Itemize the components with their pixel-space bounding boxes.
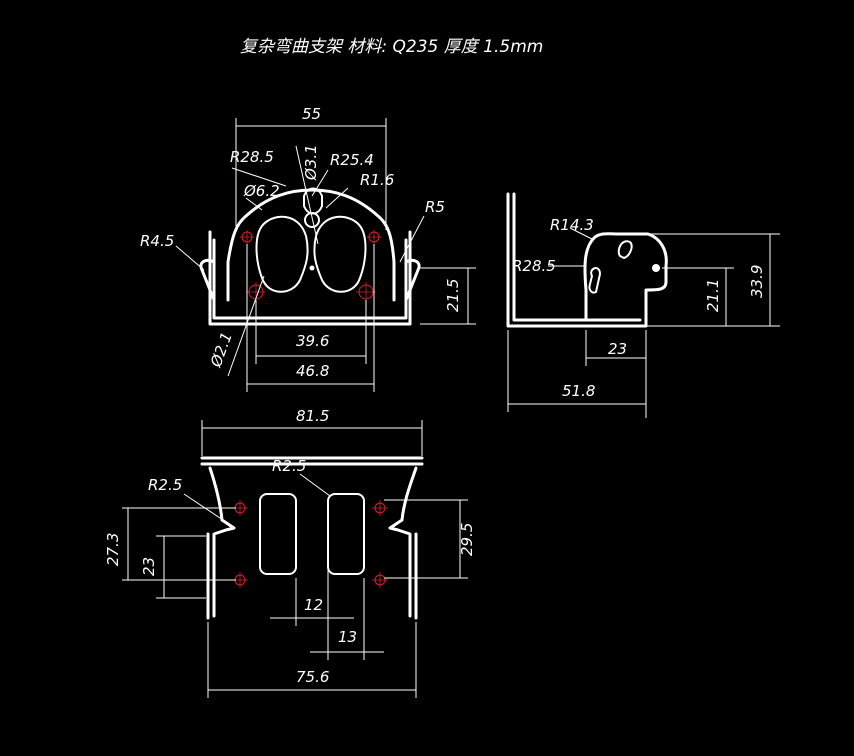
side-view-outline	[506, 192, 668, 328]
top-slot-left	[259, 493, 297, 575]
dim-top-hole-pitch: 29.5	[458, 523, 476, 556]
dim-front-r-inner: R25.4	[330, 151, 374, 169]
dim-front-height: 21.5	[444, 279, 462, 312]
front-center-hole	[304, 212, 320, 228]
dim-front-hole-span-outer: 46.8	[296, 362, 329, 380]
dim-top-r-left: R2.5	[148, 476, 182, 494]
top-dimension-lines	[122, 420, 468, 698]
dim-front-r-outer: R28.5	[230, 148, 274, 166]
top-slot-right	[327, 493, 365, 575]
side-hole	[652, 264, 660, 272]
dim-front-width: 55	[302, 105, 321, 123]
dim-front-slot-dia: Ø3.1	[302, 144, 320, 181]
dim-side-depth: 51.8	[562, 382, 595, 400]
drawing-title: 复杂弯曲支架 材料: Q235 厚度 1.5mm	[240, 37, 543, 57]
dim-side-r-left: R28.5	[512, 257, 556, 275]
side-view: R14.3 R28.5 23 51.8 21.1 33.9	[506, 192, 780, 418]
front-top-slot	[303, 187, 323, 215]
dim-top-bottom-width: 75.6	[296, 668, 329, 686]
side-oval-slot-2	[588, 267, 602, 294]
dim-top-r-slot: R2.5	[272, 457, 306, 475]
front-dimension-lines	[175, 118, 476, 392]
front-right-opening	[313, 215, 367, 293]
dim-top-hole-gap: 13	[338, 628, 357, 646]
front-left-opening	[255, 215, 309, 293]
dim-front-r-notch: R4.5	[140, 232, 174, 250]
dim-side-r-top: R14.3	[550, 216, 594, 234]
front-center-marks	[240, 230, 381, 302]
front-center-point	[309, 265, 315, 271]
top-view: 81.5 R2.5 R2.5 12 13 75.6 27.3 23 29.5	[104, 407, 476, 698]
dim-front-hole-span-inner: 39.6	[296, 332, 329, 350]
top-center-marks	[232, 500, 388, 588]
dim-front-r-small: R1.6	[360, 171, 394, 189]
dim-front-small-hole: Ø2.1	[207, 330, 236, 371]
dim-top-height-inner: 23	[140, 557, 158, 576]
side-dimension-lines	[507, 227, 780, 418]
top-view-outline	[200, 456, 424, 620]
dim-top-width: 81.5	[296, 407, 329, 425]
dim-top-slot-gap: 12	[304, 596, 323, 614]
dim-top-height-outer: 27.3	[104, 533, 122, 566]
front-view: 55 R28.5 R25.4 R1.6 Ø6.2 R5 R4.5 39.6 46…	[140, 105, 476, 392]
side-oval-slot-1	[617, 240, 633, 260]
dim-front-hole-dia: Ø6.2	[243, 182, 280, 200]
front-view-outline	[199, 188, 421, 326]
dim-side-offset: 23	[608, 340, 627, 358]
dim-side-height: 33.9	[748, 265, 766, 298]
dim-front-r-corner: R5	[425, 198, 445, 216]
dim-side-hole-height: 21.1	[704, 279, 722, 312]
